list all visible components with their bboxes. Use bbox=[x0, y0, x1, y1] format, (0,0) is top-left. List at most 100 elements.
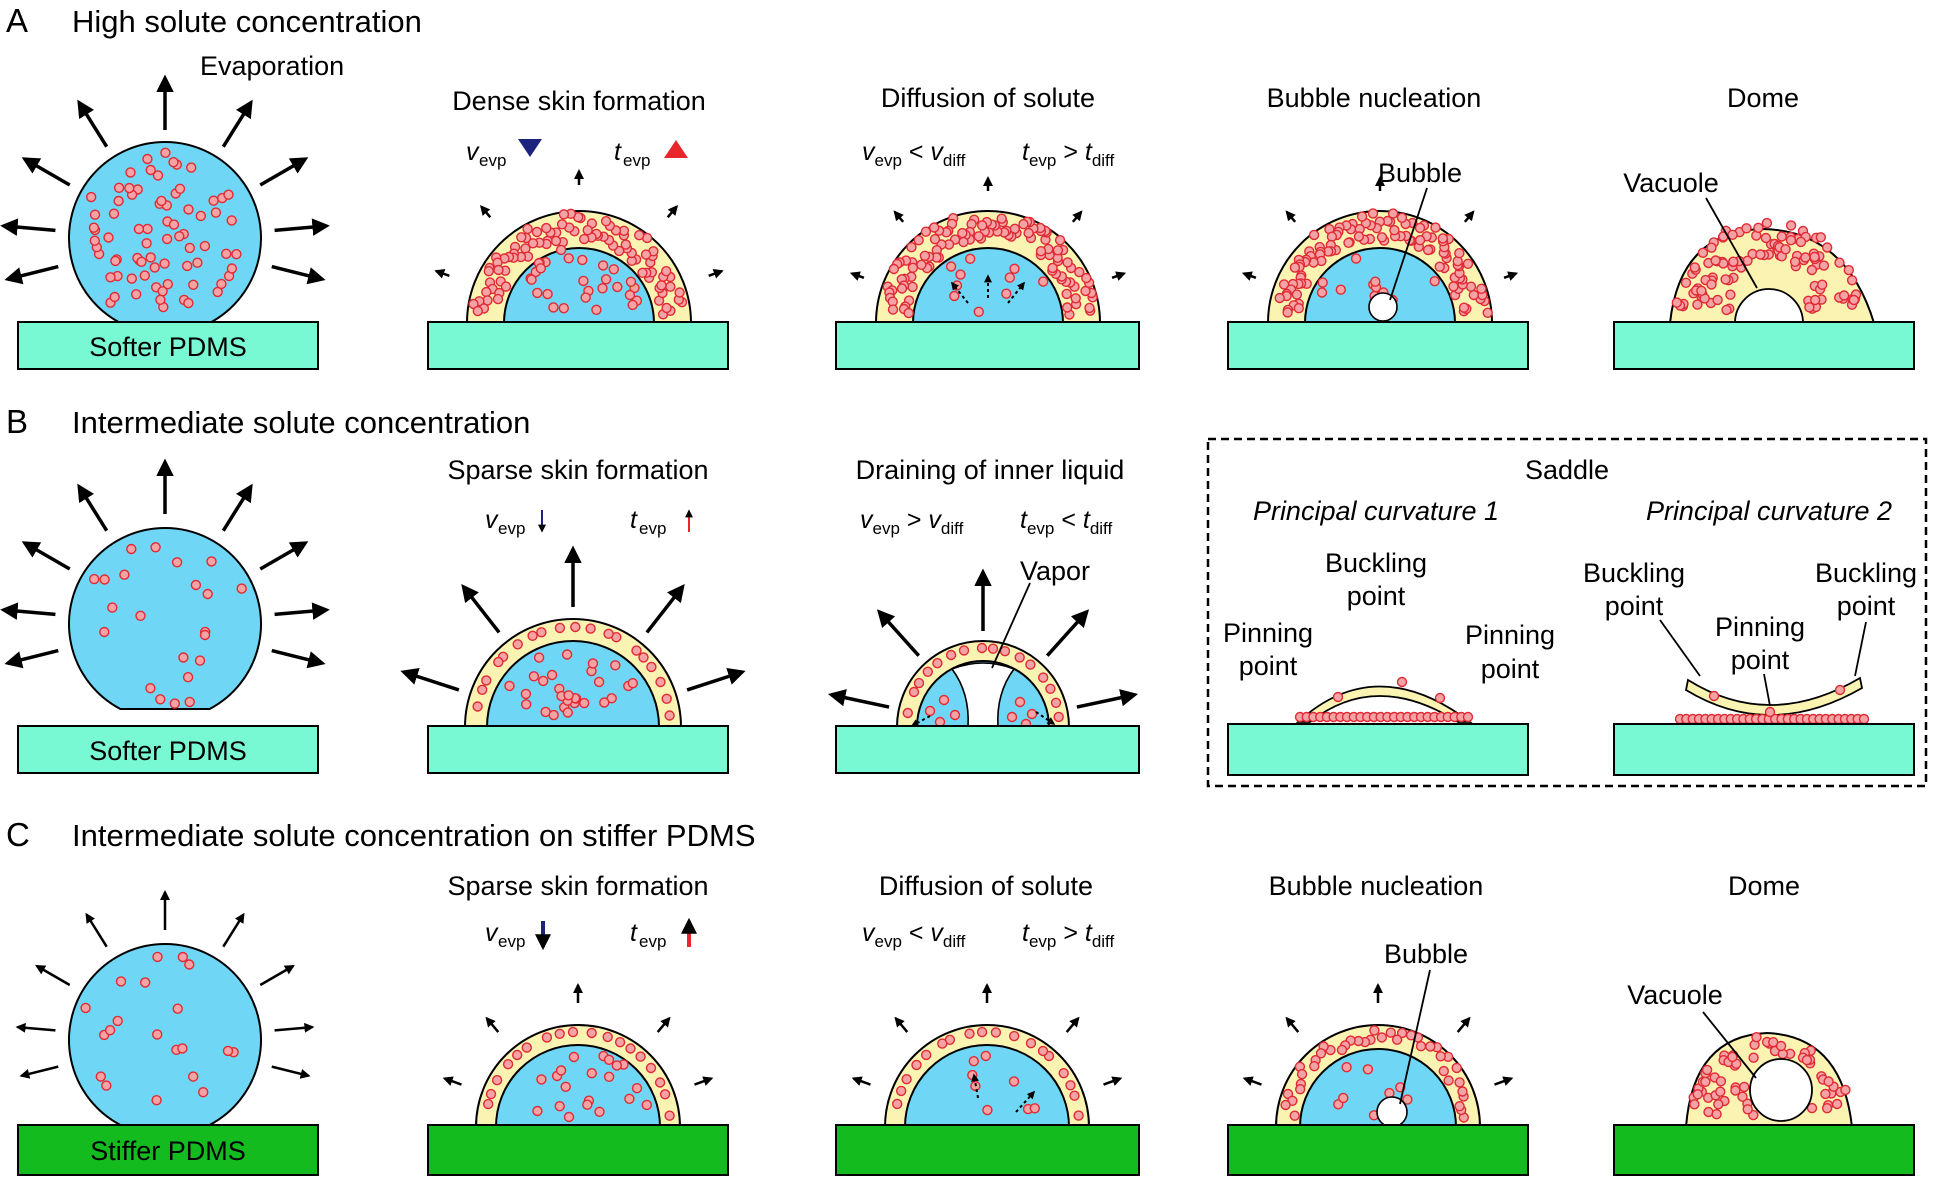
evaporation-arrow bbox=[1463, 210, 1475, 223]
solute-particle bbox=[162, 279, 174, 290]
b3-relation-right: tevp < tdiff bbox=[1020, 506, 1112, 538]
solute-particle bbox=[1715, 1086, 1726, 1097]
solute-particle bbox=[1062, 257, 1073, 268]
solute-particle bbox=[155, 294, 166, 305]
solute-particle bbox=[1711, 1108, 1722, 1120]
solute-particle bbox=[126, 273, 138, 284]
solute-particle bbox=[108, 208, 120, 219]
b3-drain-arrow-right bbox=[1035, 711, 1056, 725]
a2-group: Dense skin formation v evp t evp bbox=[427, 86, 729, 370]
solute-particle bbox=[199, 629, 211, 641]
panel-letter-b: B bbox=[6, 403, 28, 440]
a2-substrate bbox=[427, 321, 729, 370]
b3-t-sub: evp bbox=[1027, 519, 1054, 538]
solute-particle bbox=[171, 557, 183, 568]
evaporation-arrow bbox=[274, 1022, 315, 1033]
solute-particle bbox=[155, 694, 166, 705]
solute-particle bbox=[600, 274, 612, 285]
c-3-diffusion-arrow-1 bbox=[971, 1073, 980, 1099]
solute-particle bbox=[1065, 1080, 1076, 1091]
solute-particle bbox=[1001, 288, 1012, 299]
solute-particle bbox=[226, 263, 238, 274]
b3-v: v bbox=[860, 506, 874, 534]
solute-particle bbox=[580, 292, 591, 303]
solute-particle bbox=[512, 1049, 523, 1061]
solute-particle bbox=[542, 288, 553, 300]
b2-time-t-sub: evp bbox=[639, 519, 666, 538]
solute-particle bbox=[156, 195, 167, 207]
b3-op-left: > bbox=[900, 506, 929, 534]
solute-particle bbox=[1294, 1083, 1306, 1095]
a4-title: Bubble nucleation bbox=[1267, 83, 1482, 113]
solute-particle bbox=[1315, 1048, 1327, 1059]
solute-particle bbox=[1816, 279, 1828, 290]
a3-evaporation-arrows bbox=[849, 176, 1127, 281]
evaporation-arrow bbox=[894, 1016, 909, 1033]
solute-particle bbox=[516, 232, 527, 243]
row-c: C Intermediate solute concentration on s… bbox=[6, 816, 1915, 1176]
solute-particle bbox=[968, 1055, 979, 1067]
solute-particle bbox=[958, 236, 969, 248]
solute-particle bbox=[1840, 1084, 1851, 1096]
solute-particle bbox=[1029, 1103, 1041, 1114]
solute-particle bbox=[99, 626, 110, 638]
evaporation-arrow bbox=[666, 205, 678, 219]
solute-particle bbox=[185, 162, 197, 173]
solute-particle bbox=[1458, 302, 1470, 313]
solute-particle bbox=[1369, 1025, 1380, 1036]
c-3-substrate bbox=[835, 1124, 1140, 1176]
solute-particle bbox=[602, 1031, 613, 1043]
solute-particle bbox=[107, 602, 118, 613]
solute-particle bbox=[1748, 1052, 1759, 1063]
solute-particle bbox=[493, 656, 504, 668]
c1-particle bbox=[1332, 691, 1344, 703]
solute-particle bbox=[582, 1099, 593, 1110]
b3-evaporation-arrows bbox=[827, 568, 1139, 709]
b3-particle bbox=[924, 705, 936, 717]
solute-particle bbox=[1454, 1077, 1465, 1088]
solute-particle bbox=[88, 222, 100, 233]
evaporation-arrow bbox=[271, 648, 326, 669]
solute-particle bbox=[1706, 279, 1717, 290]
c1-buckling-2: point bbox=[1347, 581, 1406, 611]
solute-particle bbox=[664, 1110, 675, 1121]
solute-particle bbox=[665, 281, 676, 292]
solute-particle bbox=[1350, 253, 1362, 264]
solute-particle bbox=[661, 266, 672, 277]
a4-evaporation-arrows bbox=[1241, 176, 1519, 281]
solute-particle bbox=[1438, 1065, 1450, 1077]
solute-particle bbox=[911, 1059, 922, 1071]
c2-buckling-right-1: Buckling bbox=[1815, 558, 1917, 588]
solute-particle bbox=[567, 1026, 579, 1038]
solute-particle bbox=[1454, 247, 1465, 259]
solute-particle bbox=[190, 579, 202, 591]
solute-particle bbox=[1728, 256, 1739, 267]
solute-particle bbox=[504, 680, 515, 692]
evaporation-arrow bbox=[434, 269, 450, 279]
solute-particle bbox=[1293, 303, 1305, 314]
solute-particle bbox=[80, 1002, 91, 1014]
row-a: A High solute concentration Evaporation … bbox=[0, 2, 1915, 370]
a3-substrate bbox=[835, 321, 1140, 370]
solute-particle bbox=[1437, 233, 1449, 244]
solute-particle bbox=[1070, 293, 1081, 304]
solute-particle bbox=[929, 222, 940, 233]
solute-particle bbox=[1004, 272, 1015, 283]
solute-particle bbox=[95, 1071, 107, 1082]
solute-particle bbox=[1081, 272, 1092, 284]
solute-particle bbox=[554, 1028, 565, 1040]
solute-particle bbox=[599, 697, 610, 708]
a2-time-t-sub: evp bbox=[623, 151, 650, 170]
solute-particle bbox=[184, 696, 195, 708]
solute-particle bbox=[130, 289, 142, 300]
evaporation-arrow bbox=[851, 1076, 871, 1086]
evaporation-arrow bbox=[1071, 210, 1083, 223]
b3-t: t bbox=[1020, 506, 1028, 534]
c2-buckling-left-leader bbox=[1659, 619, 1701, 677]
solute-particle bbox=[562, 707, 573, 718]
solute-particle bbox=[1815, 232, 1827, 243]
c2-buckling-right-leader bbox=[1854, 621, 1867, 677]
solute-particle bbox=[538, 675, 549, 687]
b2-group: Sparse skin formation v evp t evp bbox=[400, 455, 746, 774]
solute-particle bbox=[1338, 1092, 1349, 1104]
